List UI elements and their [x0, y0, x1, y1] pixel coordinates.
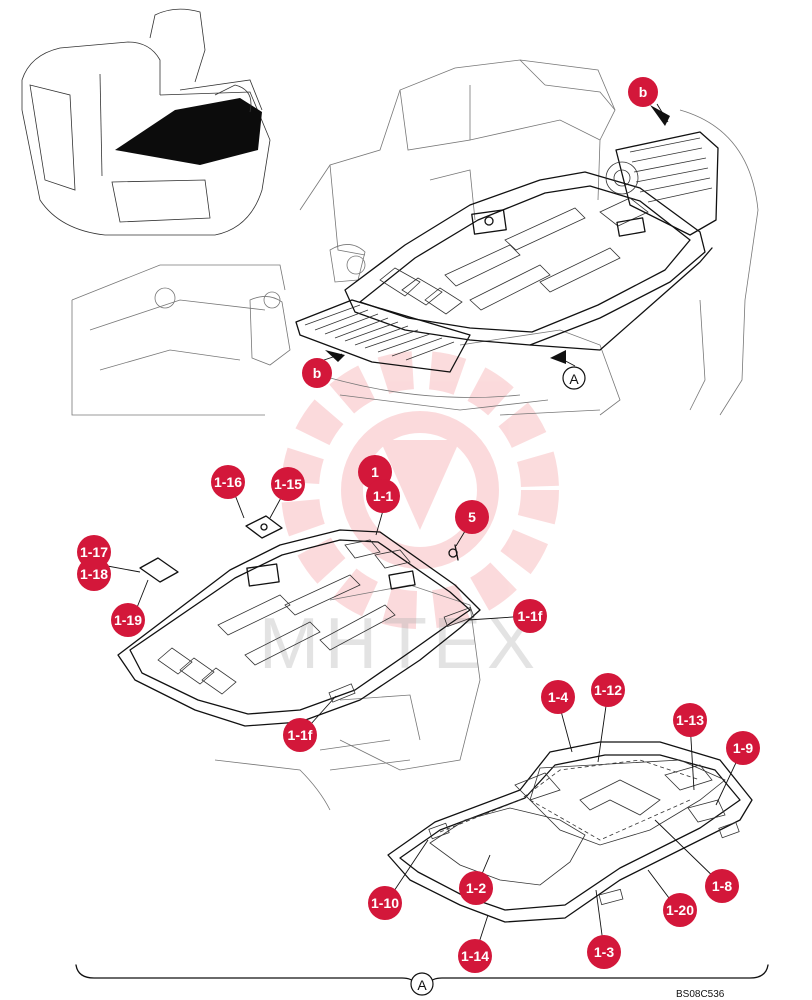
svg-text:1-1f: 1-1f — [288, 727, 313, 743]
svg-text:A: A — [569, 371, 579, 387]
callout-1-12: 1-12 — [591, 673, 625, 707]
svg-text:1-10: 1-10 — [371, 895, 399, 911]
callout-1-10: 1-10 — [368, 886, 402, 920]
svg-text:1-19: 1-19 — [114, 612, 142, 628]
callout-1-1f-right: 1-1f — [513, 599, 547, 633]
svg-text:b: b — [313, 365, 322, 381]
svg-text:1-20: 1-20 — [666, 902, 694, 918]
direction-arrows-top — [317, 103, 670, 367]
svg-text:1-18: 1-18 — [80, 566, 108, 582]
figure-code: BS08C536 — [676, 989, 725, 1000]
svg-text:1: 1 — [371, 464, 379, 480]
svg-text:1-2: 1-2 — [466, 880, 486, 896]
callout-1-20: 1-20 — [663, 893, 697, 927]
watermark-text: MHTEX — [259, 604, 541, 684]
callout-A-arrow: A — [562, 366, 586, 390]
excavator-index-view — [21, 8, 271, 236]
engine-cover-assembly-top — [295, 131, 719, 373]
callout-1-1f-left: 1-1f — [283, 718, 317, 752]
svg-text:1-8: 1-8 — [712, 878, 732, 894]
engine-cover-assembly-mid — [117, 515, 481, 811]
callout-1-3: 1-3 — [587, 935, 621, 969]
machine-frame-background — [71, 59, 759, 416]
svg-text:1-16: 1-16 — [214, 474, 242, 490]
svg-text:A: A — [417, 977, 427, 993]
callout-b-bottom: b — [302, 358, 332, 388]
callout-1-8: 1-8 — [705, 869, 739, 903]
watermark-gear-logo — [281, 351, 559, 629]
svg-text:1-4: 1-4 — [548, 689, 568, 705]
callout-1-13: 1-13 — [673, 703, 707, 737]
callout-1-14: 1-14 — [458, 939, 492, 973]
svg-text:1-12: 1-12 — [594, 682, 622, 698]
svg-text:1-15: 1-15 — [274, 476, 302, 492]
svg-text:1-17: 1-17 — [80, 544, 108, 560]
callout-1-15: 1-15 — [271, 467, 305, 501]
callout-1-2: 1-2 — [459, 871, 493, 905]
callout-1-18: 1-18 — [77, 557, 111, 591]
cover-underside-insulation — [387, 741, 753, 923]
svg-text:1-14: 1-14 — [461, 948, 489, 964]
svg-text:b: b — [639, 84, 648, 100]
callout-1-19: 1-19 — [111, 603, 145, 637]
callout-1-1: 1-1 — [366, 479, 400, 513]
svg-text:1-3: 1-3 — [594, 944, 614, 960]
svg-text:1-9: 1-9 — [733, 740, 753, 756]
callout-1-4: 1-4 — [541, 680, 575, 714]
section-a-label: A — [410, 972, 434, 996]
callout-b-top: b — [628, 77, 658, 107]
svg-text:5: 5 — [468, 509, 476, 525]
callout-1-16: 1-16 — [211, 465, 245, 499]
svg-text:1-1f: 1-1f — [518, 608, 543, 624]
svg-text:1-1: 1-1 — [373, 488, 393, 504]
svg-text:1-13: 1-13 — [676, 712, 704, 728]
callout-1-9: 1-9 — [726, 731, 760, 765]
callout-5: 5 — [455, 500, 489, 534]
